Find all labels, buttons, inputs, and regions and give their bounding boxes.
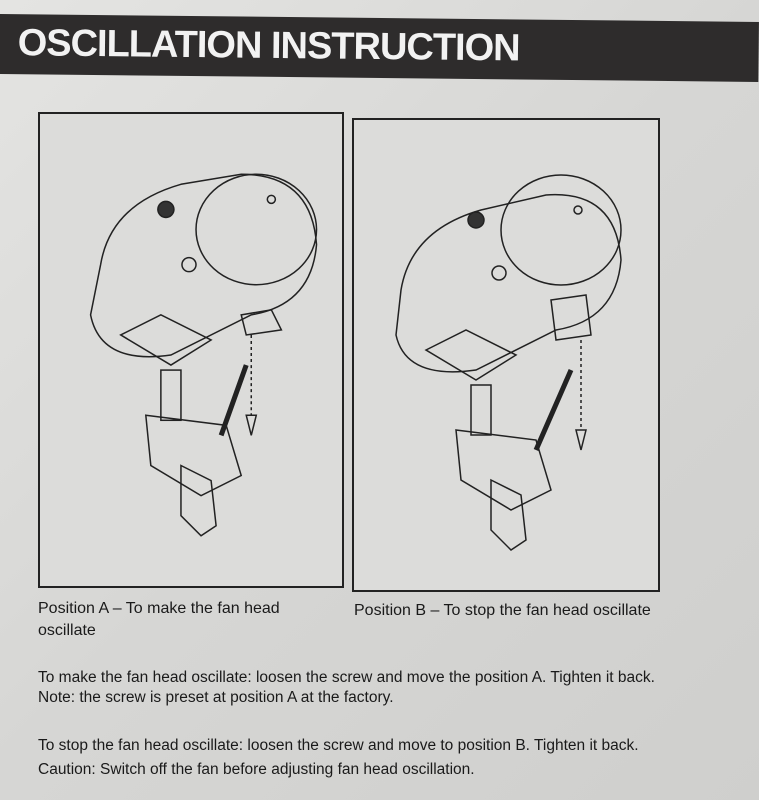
caption-position-b: Position B – To stop the fan head oscill… [354,602,651,619]
fan-illustration-b [395,174,622,551]
header-bar: OSCILLATION INSTRUCTION [0,14,759,82]
page-title: OSCILLATION INSTRUCTION [17,22,520,70]
figure-position-b [352,118,660,592]
instruction-stop: To stop the fan head oscillate: loosen t… [38,737,639,754]
figure-position-a [38,112,344,588]
fan-illustration-a [89,173,318,537]
instruction-caution: Caution: Switch off the fan before adjus… [38,761,475,778]
caption-position-a: Position A – To make the fan head oscill… [38,600,280,639]
instruction-note: Note: the screw is preset at position A … [38,689,394,706]
instruction-oscillate: To make the fan head oscillate: loosen t… [38,669,655,686]
